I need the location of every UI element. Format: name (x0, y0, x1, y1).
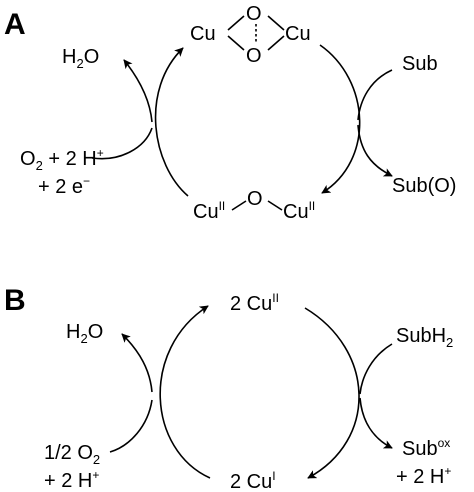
arrow-subox-out (359, 397, 393, 449)
panel-a-label: A (4, 8, 26, 41)
arc-right-b (304, 307, 360, 479)
bond-o-top-cu-right (267, 15, 285, 31)
bond-o-cu-right (267, 200, 283, 211)
cuii-top-label: 2 CuII (230, 291, 279, 315)
arc-left-b (159, 305, 211, 479)
bond-cu-left-o-top (227, 15, 245, 31)
substrate-label-a: Sub (402, 53, 438, 75)
cu2o2-peroxo-core: Cu Cu O O (190, 3, 311, 67)
arrow-h2o-release-b (121, 333, 153, 393)
arrow-product-out (357, 124, 393, 177)
cui-bottom-label: 2 CuI (230, 469, 276, 492)
subh2-label-b: SubH2 (396, 325, 453, 350)
h2o-label-a: H2O (62, 46, 99, 71)
bond-cu-left-o-bottom (227, 35, 245, 51)
arrow-subh2-in (359, 343, 393, 395)
panel-b-label: B (4, 284, 26, 317)
cu-right-atom: Cu (285, 23, 311, 45)
oxidized-substrate-label-a: Sub(O) (392, 175, 456, 197)
panel-b: B 2 CuII 2 CuI H2O 1/2 O2 + 2 H+ SubH2 S… (4, 284, 453, 492)
h2o-label-b: H2O (66, 321, 103, 346)
electrons-label-a: + 2 e− (38, 174, 90, 198)
arc-right-oxidation (319, 44, 361, 194)
arrow-o2-entry-b (109, 399, 153, 453)
panel-a: A Cu Cu O O CuII O CuII (4, 3, 456, 223)
cu-left-atom: Cu (190, 23, 216, 45)
arrow-substrate-in (357, 69, 393, 121)
plus-2h-left-label-b: + 2 H+ (44, 468, 99, 492)
half-o2-label-b: 1/2 O2 (44, 442, 100, 467)
cuii-left: CuII (193, 199, 225, 223)
plus-2h-right-label-b: + 2 H+ (396, 464, 451, 488)
bond-o-bottom-cu-right (267, 35, 285, 51)
sub-ox-label-b: Subox (402, 436, 450, 460)
arc-left-reduction (154, 47, 189, 197)
cu-o-cu-core: CuII O CuII (193, 188, 315, 223)
cuii-right: CuII (283, 199, 315, 223)
bond-cu-o-left (231, 200, 247, 211)
bridging-o-atom: O (247, 188, 263, 210)
o-top-atom: O (246, 3, 262, 25)
arrow-o2-entry (91, 127, 153, 160)
o-bottom-atom: O (246, 45, 262, 67)
o2-label-a: O2 + 2 H+ (20, 146, 104, 173)
arrow-h2o-release (123, 59, 153, 123)
